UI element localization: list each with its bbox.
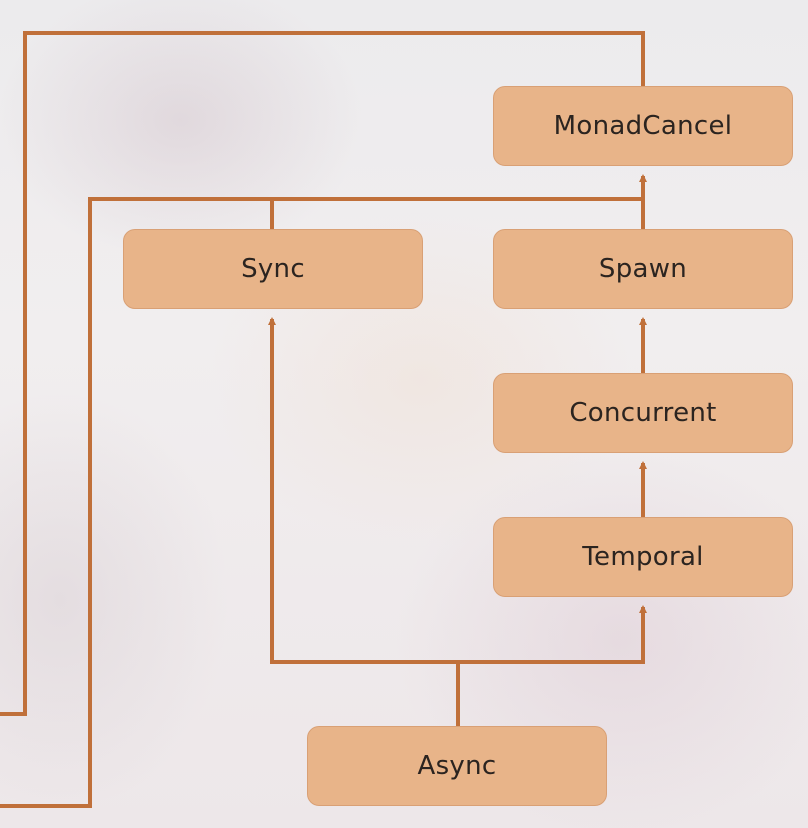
edge-offscreen-to-monadcancel bbox=[0, 31, 645, 716]
node-label: Async bbox=[417, 751, 497, 781]
edge-bus-to-sync bbox=[268, 317, 458, 664]
edge-offscreen-to-junction bbox=[0, 197, 643, 808]
node-label: Sync bbox=[241, 254, 305, 284]
edge-bus-to-temporal bbox=[458, 605, 647, 664]
node-label: Concurrent bbox=[569, 398, 717, 428]
node-async: Async bbox=[307, 726, 607, 806]
node-label: MonadCancel bbox=[553, 111, 733, 141]
node-label: Spawn bbox=[598, 254, 688, 284]
node-concurrent: Concurrent bbox=[493, 373, 793, 453]
node-temporal: Temporal bbox=[493, 517, 793, 597]
node-sync: Sync bbox=[123, 229, 423, 309]
node-label: Temporal bbox=[582, 542, 704, 572]
node-spawn: Spawn bbox=[493, 229, 793, 309]
node-monadcancel: MonadCancel bbox=[493, 86, 793, 166]
